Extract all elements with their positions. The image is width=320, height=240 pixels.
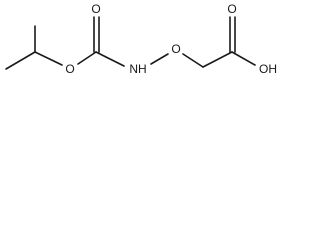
atom-ester-oxygen: O (65, 62, 74, 76)
bond-ester-oxygen-to-carbonyl (77, 51, 97, 65)
atom-amine: NH (129, 62, 146, 76)
bond-methylene-to-carboxyl (202, 51, 233, 68)
bond-ether-oxygen-to-methylene (182, 53, 204, 68)
atom-carbonyl-oxygen-2: O (227, 2, 236, 16)
atom-ether-oxygen: O (171, 42, 180, 56)
atom-hydroxyl: OH (259, 62, 277, 76)
bond-isopropyl-to-ester-oxygen (34, 51, 63, 66)
bond-carboxyl-to-hydroxyl (231, 51, 256, 66)
structure-diagram: O O NH O O OH (5, 2, 277, 76)
atom-carbonyl-oxygen-1: O (91, 2, 100, 16)
bond-methyl-left (5, 51, 36, 70)
bond-amine-to-ether-oxygen (150, 53, 169, 65)
bond-carbonyl-to-amine (95, 51, 125, 67)
